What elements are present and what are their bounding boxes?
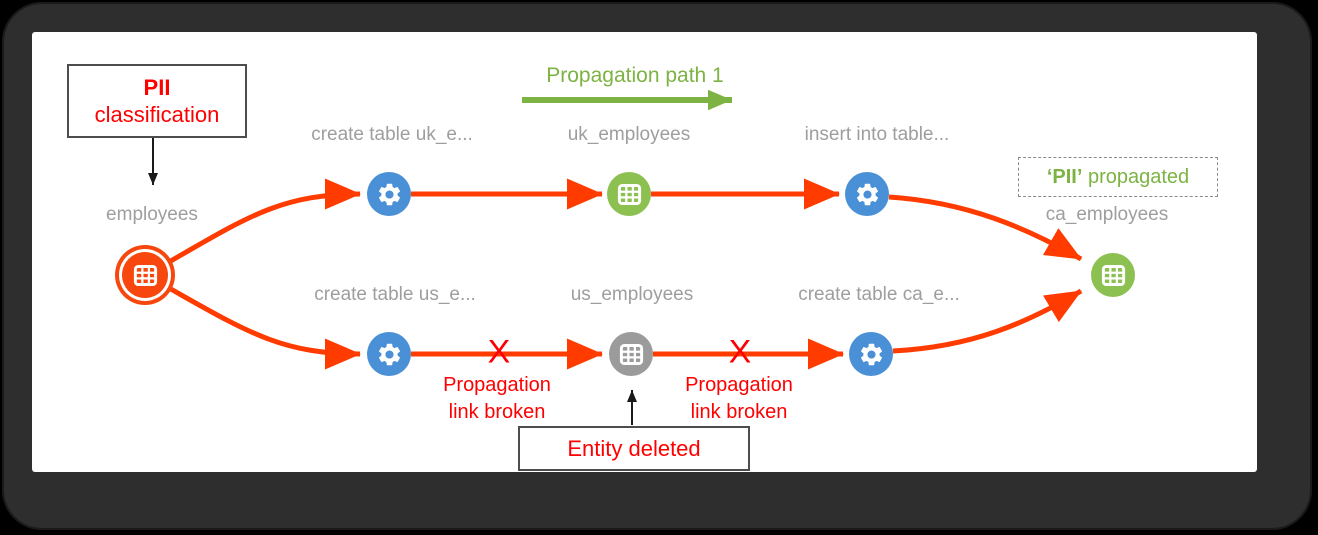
node-us-employees-deleted[interactable] (609, 332, 653, 376)
node-employees[interactable] (122, 252, 168, 298)
gear-icon (378, 343, 400, 365)
pii-classification-subtitle: classification (94, 102, 220, 127)
propagation-path-label: Propagation path 1 (546, 64, 724, 87)
node-create-table-us[interactable] (367, 332, 411, 376)
node-label-ca-employees: ca_employees (1045, 204, 1169, 225)
pii-classification-callout: PII classification (67, 64, 247, 138)
broken-link-x-1: X (487, 333, 511, 371)
gear-icon (860, 343, 882, 365)
node-label-us-employees: us_employees (570, 284, 694, 305)
node-label-create-uk: create table uk_e... (311, 124, 473, 145)
broken-link-x-2: X (728, 333, 752, 371)
entity-deleted-label: Entity deleted (567, 435, 701, 461)
node-create-table-uk[interactable] (367, 172, 411, 216)
node-label-uk-employees: uk_employees (567, 124, 691, 145)
lineage-canvas: employees create table uk_e... uk_employ… (32, 32, 1257, 472)
node-ca-employees[interactable] (1091, 253, 1135, 297)
table-icon (619, 343, 643, 365)
entity-deleted-callout: Entity deleted (518, 426, 750, 471)
table-icon (133, 264, 157, 286)
node-label-insert: insert into table... (804, 124, 950, 145)
gear-icon (856, 183, 878, 205)
link-broken-label-2: Propagation link broken (685, 374, 793, 423)
gear-icon (378, 183, 400, 205)
pii-propagated-callout: ‘PII’ propagated (1018, 157, 1218, 197)
pii-propagated-tag: ‘PII’ (1046, 165, 1083, 188)
pii-classification-title: PII (143, 75, 171, 100)
node-uk-employees[interactable] (607, 172, 651, 216)
link-broken-label-1: Propagation link broken (443, 374, 551, 423)
node-label-employees: employees (106, 204, 198, 225)
node-label-create-us: create table us_e... (314, 284, 476, 305)
node-label-create-ca: create table ca_e... (798, 284, 960, 305)
node-insert-into-table[interactable] (845, 172, 889, 216)
pii-propagated-text: propagated (1082, 165, 1190, 188)
node-create-table-ca[interactable] (849, 332, 893, 376)
table-icon (1101, 264, 1125, 286)
table-icon (617, 183, 641, 205)
